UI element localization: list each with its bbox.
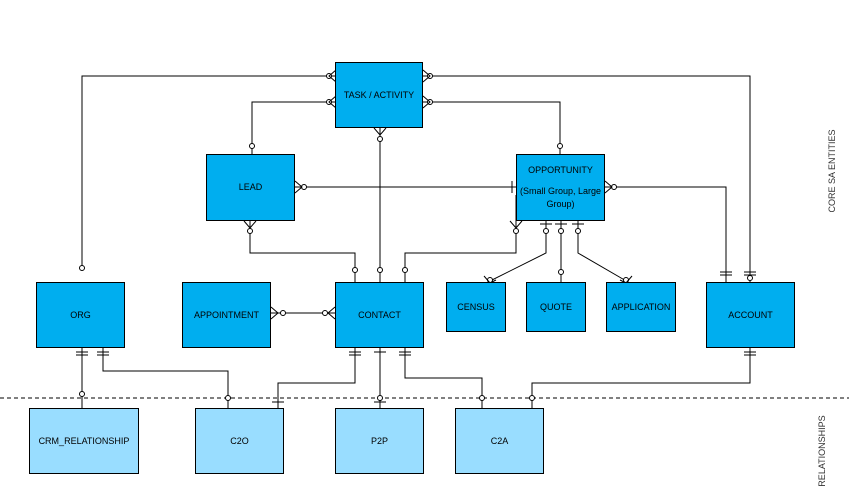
connector-lead-contact	[249, 221, 356, 282]
entity-appointment[interactable]: APPOINTMENT	[182, 282, 271, 348]
entity-task-activity[interactable]: TASK / ACTIVITY	[335, 62, 423, 128]
zero-marker	[249, 143, 255, 149]
connector-task-account	[423, 75, 751, 282]
zero-marker	[558, 269, 564, 275]
entity-label: OPPORTUNITY	[528, 165, 593, 175]
zero-marker	[79, 391, 85, 397]
zero-marker	[280, 310, 286, 316]
connector-contact-c2a	[404, 348, 483, 408]
connector-org-c2o	[102, 348, 229, 408]
zero-marker	[479, 395, 485, 401]
relationship-c2o[interactable]: C2O	[195, 408, 284, 474]
one-marker	[744, 271, 756, 276]
crows-foot-marker	[327, 306, 336, 320]
entity-label: LEAD	[238, 182, 263, 192]
zero-marker	[79, 265, 85, 271]
zero-marker	[543, 228, 549, 234]
entity-application[interactable]: APPLICATION	[606, 282, 676, 332]
relationship-label: P2P	[370, 435, 388, 446]
zero-marker	[247, 228, 253, 234]
relationship-c2a[interactable]: C2A	[455, 408, 544, 474]
connector-task-opportunity	[423, 101, 561, 154]
relationship-p2p[interactable]: P2P	[335, 408, 424, 474]
connector-opportunity-application	[577, 221, 629, 283]
entity-contact[interactable]: CONTACT	[335, 282, 424, 348]
zero-marker	[513, 228, 519, 234]
entity-label: CENSUS	[457, 301, 495, 312]
entity-label: APPLICATION	[611, 301, 671, 312]
zero-marker	[352, 267, 358, 273]
zero-marker	[529, 395, 535, 401]
crows-foot-marker	[373, 127, 387, 136]
crows-foot-marker	[328, 95, 337, 109]
entity-label: ACCOUNT	[728, 309, 773, 320]
zero-marker	[747, 275, 753, 281]
crows-foot-marker	[604, 180, 613, 194]
one-marker	[76, 351, 88, 356]
entity-census[interactable]: CENSUS	[446, 282, 506, 332]
connector-task-lead	[251, 101, 335, 154]
crows-foot-marker	[294, 180, 303, 194]
entity-account[interactable]: ACCOUNT	[706, 282, 795, 348]
zero-marker	[402, 267, 408, 273]
entity-label: QUOTE	[539, 301, 572, 312]
zero-marker	[377, 267, 383, 273]
one-marker	[349, 351, 361, 356]
crows-foot-marker	[328, 69, 337, 83]
crows-foot-marker	[422, 95, 431, 109]
entity-label: APPOINTMENT	[193, 309, 259, 320]
connector-opportunity-account	[605, 186, 727, 282]
crows-foot-marker	[270, 306, 279, 320]
crows-foot-marker	[509, 220, 523, 229]
entity-label: ORG	[70, 309, 91, 320]
relationship-crm[interactable]: CRM_RELATIONSHIP	[29, 408, 139, 474]
connector-opportunity-contact	[404, 195, 517, 282]
zero-marker	[377, 136, 383, 142]
section-label-core: CORE SA ENTITIES	[827, 129, 837, 213]
one-marker	[744, 351, 756, 356]
zero-marker	[575, 228, 581, 234]
section-label-relationships: RELATIONSHIPS	[817, 415, 827, 487]
connector-contact-c2o	[277, 348, 356, 408]
zero-marker	[225, 395, 231, 401]
entity-opportunity[interactable]: OPPORTUNITY (Small Group, Large Group)	[516, 154, 605, 221]
crows-foot-marker	[243, 220, 257, 229]
one-marker	[399, 351, 411, 356]
zero-marker	[558, 228, 564, 234]
zero-marker	[377, 395, 383, 401]
entity-sublabel: (Small Group, Large Group)	[519, 186, 602, 209]
crows-foot-marker	[422, 69, 431, 83]
connector-task-org	[81, 75, 335, 270]
entity-quote[interactable]: QUOTE	[526, 282, 586, 332]
relationship-label: C2O	[230, 435, 249, 446]
zero-marker	[322, 310, 328, 316]
entity-label: CONTACT	[358, 309, 401, 320]
connector-account-c2a	[531, 348, 751, 408]
one-marker	[97, 351, 109, 356]
entity-label: TASK / ACTIVITY	[343, 89, 415, 100]
relationship-label: C2A	[490, 435, 509, 446]
entity-org[interactable]: ORG	[36, 282, 125, 348]
entity-lead[interactable]: LEAD	[206, 154, 295, 221]
one-marker	[720, 271, 732, 276]
zero-marker	[557, 143, 563, 149]
relationship-label: CRM_RELATIONSHIP	[38, 435, 130, 446]
